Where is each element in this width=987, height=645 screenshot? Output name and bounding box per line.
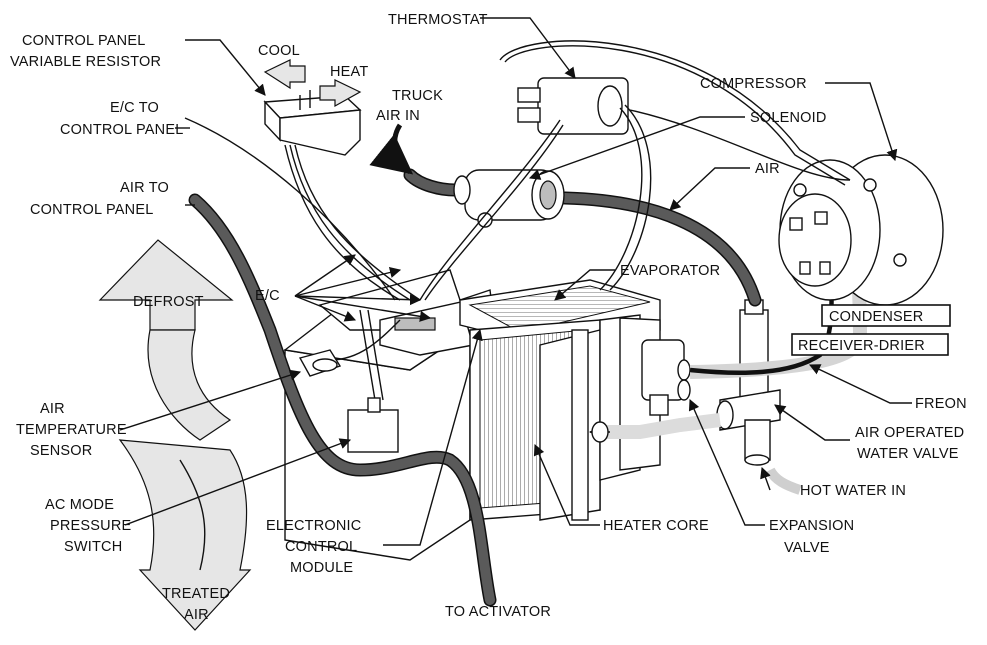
air-temperature-sensor-label-line1: AIR (40, 401, 65, 417)
treated-air-label-line2: AIR (184, 607, 209, 623)
control-panel-resistor-label-line1: CONTROL PANEL (22, 33, 145, 49)
compressor (779, 155, 943, 305)
electronic-control-module-label-line3: MODULE (290, 560, 353, 576)
defrost-label: DEFROST (133, 294, 204, 310)
air-temperature-sensor-label-line2: TEMPERATURE (16, 422, 127, 438)
hot-water-in-label: HOT WATER IN (800, 483, 906, 499)
air-operated-water-valve-label-line2: WATER VALVE (857, 446, 959, 462)
cool-label: COOL (258, 43, 300, 59)
to-activator-label: TO ACTIVATOR (445, 604, 551, 620)
solenoid-label: SOLENOID (750, 110, 827, 126)
treated-air-label-line1: TREATED (162, 586, 230, 602)
air-operated-water-valve-label-line1: AIR OPERATED (855, 425, 964, 441)
air-to-control-panel-label-line1: AIR TO (120, 180, 169, 196)
ec-to-control-panel-label-line1: E/C TO (110, 100, 159, 116)
air-label: AIR (755, 161, 780, 177)
evaporator-label: EVAPORATOR (620, 263, 720, 279)
ec-label: E/C (255, 288, 280, 304)
hot-water-flow (770, 470, 800, 490)
freon-label: FREON (915, 396, 967, 412)
expansion-valve-label-line2: VALVE (784, 540, 830, 556)
ac-mode-pressure-switch-label-line2: PRESSURE (50, 518, 131, 534)
heater-core (470, 315, 660, 520)
ac-mode-pressure-switch-label-line1: AC MODE (45, 497, 114, 513)
solenoid (454, 170, 564, 227)
ec-to-control-panel-label-line2: CONTROL PANEL (60, 122, 183, 138)
heater-core-label: HEATER CORE (603, 518, 709, 534)
air-temperature-sensor-label-line3: SENSOR (30, 443, 92, 459)
electronic-control-module-label-line2: CONTROL (285, 539, 357, 555)
air-operated-water-valve (717, 300, 780, 465)
electronic-control-module-label-line1: ELECTRONIC (266, 518, 361, 534)
defrost-airflow-arrow (100, 240, 232, 440)
truck-air-in-label-line2: AIR IN (376, 108, 420, 124)
ac-mode-pressure-switch-label-line3: SWITCH (64, 539, 122, 555)
heater-inlet-fitting (592, 422, 608, 442)
expansion-valve-label-line1: EXPANSION (769, 518, 854, 534)
air-to-control-panel-label-line2: CONTROL PANEL (30, 202, 153, 218)
truck-air-in-label-line1: TRUCK (392, 88, 443, 104)
control-panel-resistor-label-line2: VARIABLE RESISTOR (10, 54, 161, 70)
compressor-label: COMPRESSOR (700, 76, 807, 92)
condenser-label: CONDENSER (829, 309, 923, 325)
thermostat-label: THERMOSTAT (388, 12, 488, 28)
heat-label: HEAT (330, 64, 368, 80)
receiver-drier-label: RECEIVER-DRIER (798, 338, 925, 354)
thermostat (518, 78, 628, 134)
